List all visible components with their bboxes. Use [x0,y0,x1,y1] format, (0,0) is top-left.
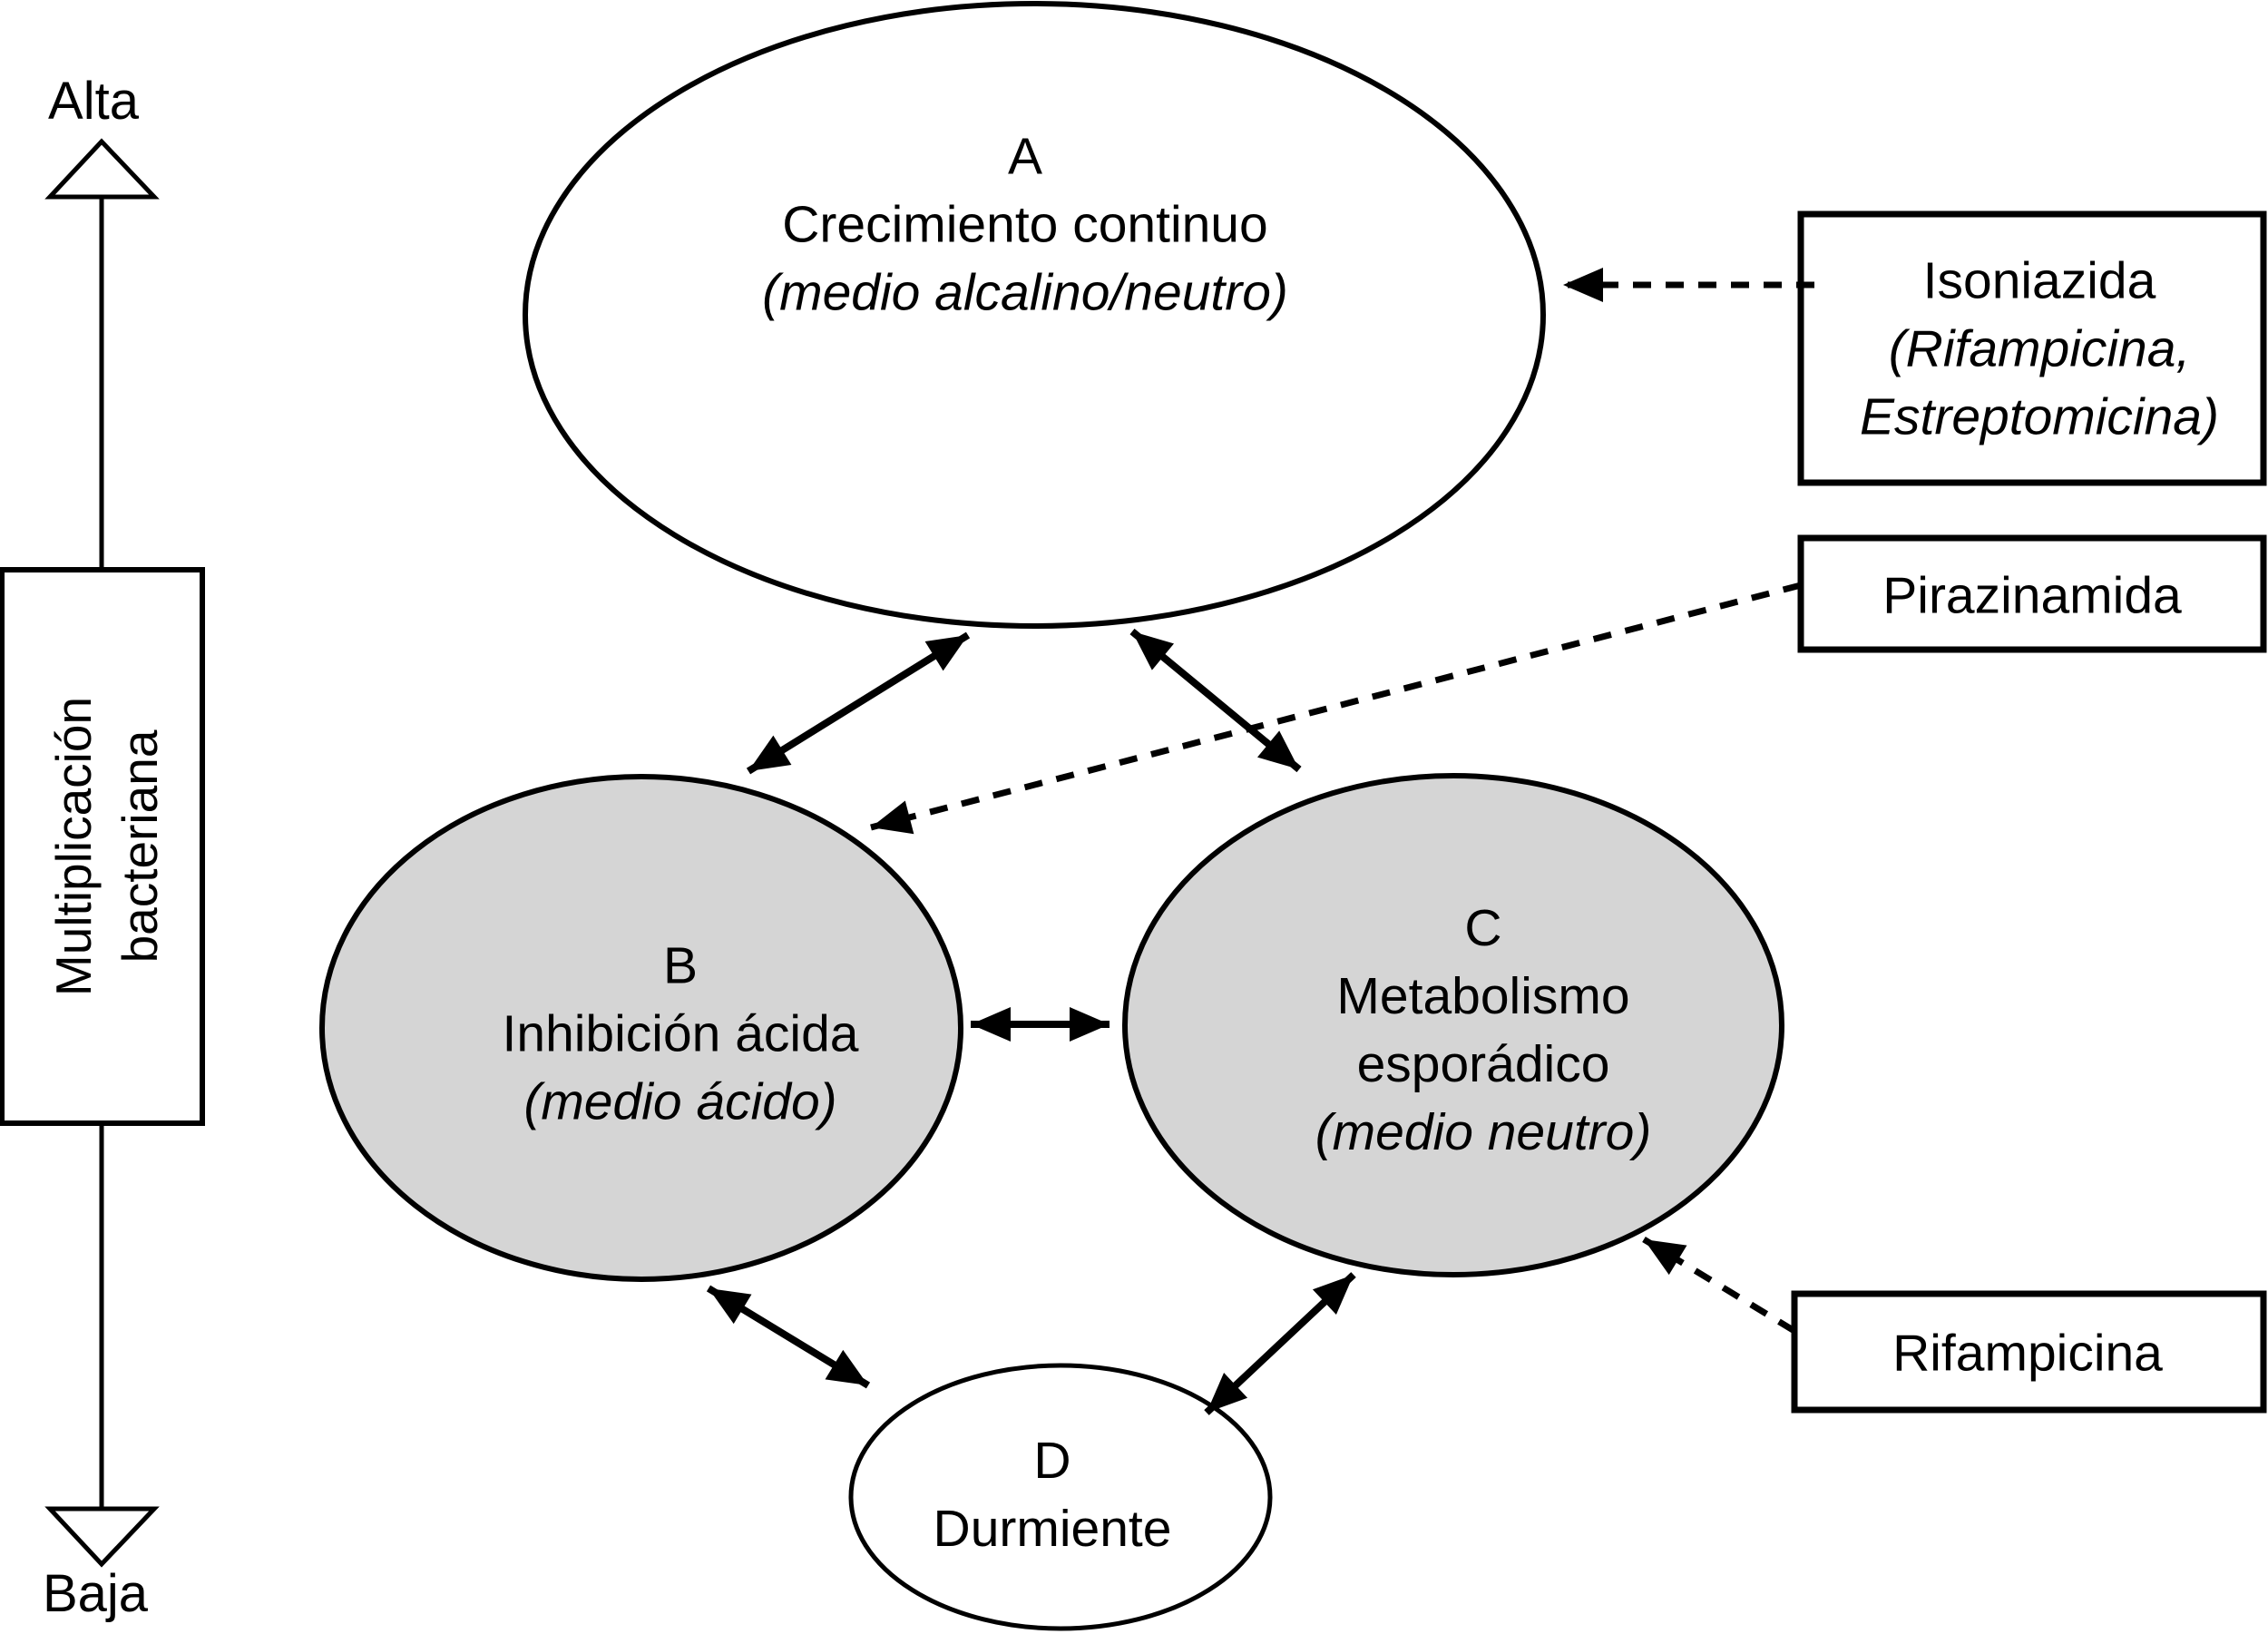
ellipse-c-name-line2: esporádico [1356,1035,1610,1093]
axis-box-label-line1: Multiplicación [45,696,102,997]
axis-arrowhead-down-icon [44,1506,160,1568]
ellipse-d-label: D Durmiente [934,1427,1172,1563]
arrow-a-c [1129,628,1302,773]
drug-isoniazida-line1: Isoniazida [1922,251,2156,310]
axis-box-label-line2: bacteriana [112,729,168,964]
ellipse-d-durmiente [848,1363,1273,1631]
drug-isoniazida-line3: Estreptomicina) [1860,387,2219,446]
ellipse-b-label: B Inhibición ácida (medio ácido) [503,933,859,1137]
axis-box-label: Multiplicación bacteriana [41,697,173,996]
ellipse-c-name-line1: Metabolismo [1336,967,1630,1025]
arrow-b-d [706,1285,871,1389]
axis-arrowhead-up-icon [44,138,160,200]
ellipse-a-letter: A [1007,127,1043,186]
ellipse-a-name: Crecimiento continuo [782,195,1268,254]
drug-label-isoniazida: Isoniazida (Rifampicina, Estreptomicina) [1860,248,2219,452]
ellipse-b-name: Inhibición ácida [502,1004,859,1063]
axis-label-box [0,567,205,1126]
dashed-arrow-rifampicina-to-c [1642,1237,1796,1334]
ellipse-d-name: Durmiente [933,1500,1172,1558]
ellipse-c-medium: (medio neutro) [1315,1103,1652,1161]
ellipse-b-medium: (medio ácido) [523,1072,837,1131]
drug-box-isoniazida [1797,210,2267,486]
ellipse-a-medium: (medio alcalino/neutro) [762,263,1288,322]
dashed-arrow-pirazinamida-to-b [870,582,1802,835]
ellipse-a-label: A Crecimiento continuo (medio alcalino/n… [762,123,1288,328]
ellipse-a-crecimiento-continuo [523,1,1546,629]
ellipse-b-letter: B [662,936,699,995]
arrow-a-b [746,631,971,775]
ellipse-c-metabolismo-esporadico [1122,773,1784,1277]
drug-box-rifampicina [1791,1290,2267,1414]
ellipse-d-letter: D [1033,1432,1071,1490]
arrow-c-d [1204,1272,1356,1415]
ellipse-b-inhibicion-acida [319,774,963,1282]
drug-label-rifampicina: Rifampicina [1892,1324,2163,1383]
drug-isoniazida-line2: (Rifampicina, [1888,319,2191,378]
axis-low-label: Baja [42,1564,149,1623]
ellipse-c-letter: C [1464,899,1502,957]
drug-label-pirazinamida: Pirazinamida [1882,566,2182,625]
axis-high-label: Alta [48,72,139,131]
drug-box-pirazinamida [1797,534,2267,653]
ellipse-c-label: C Metabolismo esporádico (medio neutro) [1315,895,1652,1167]
